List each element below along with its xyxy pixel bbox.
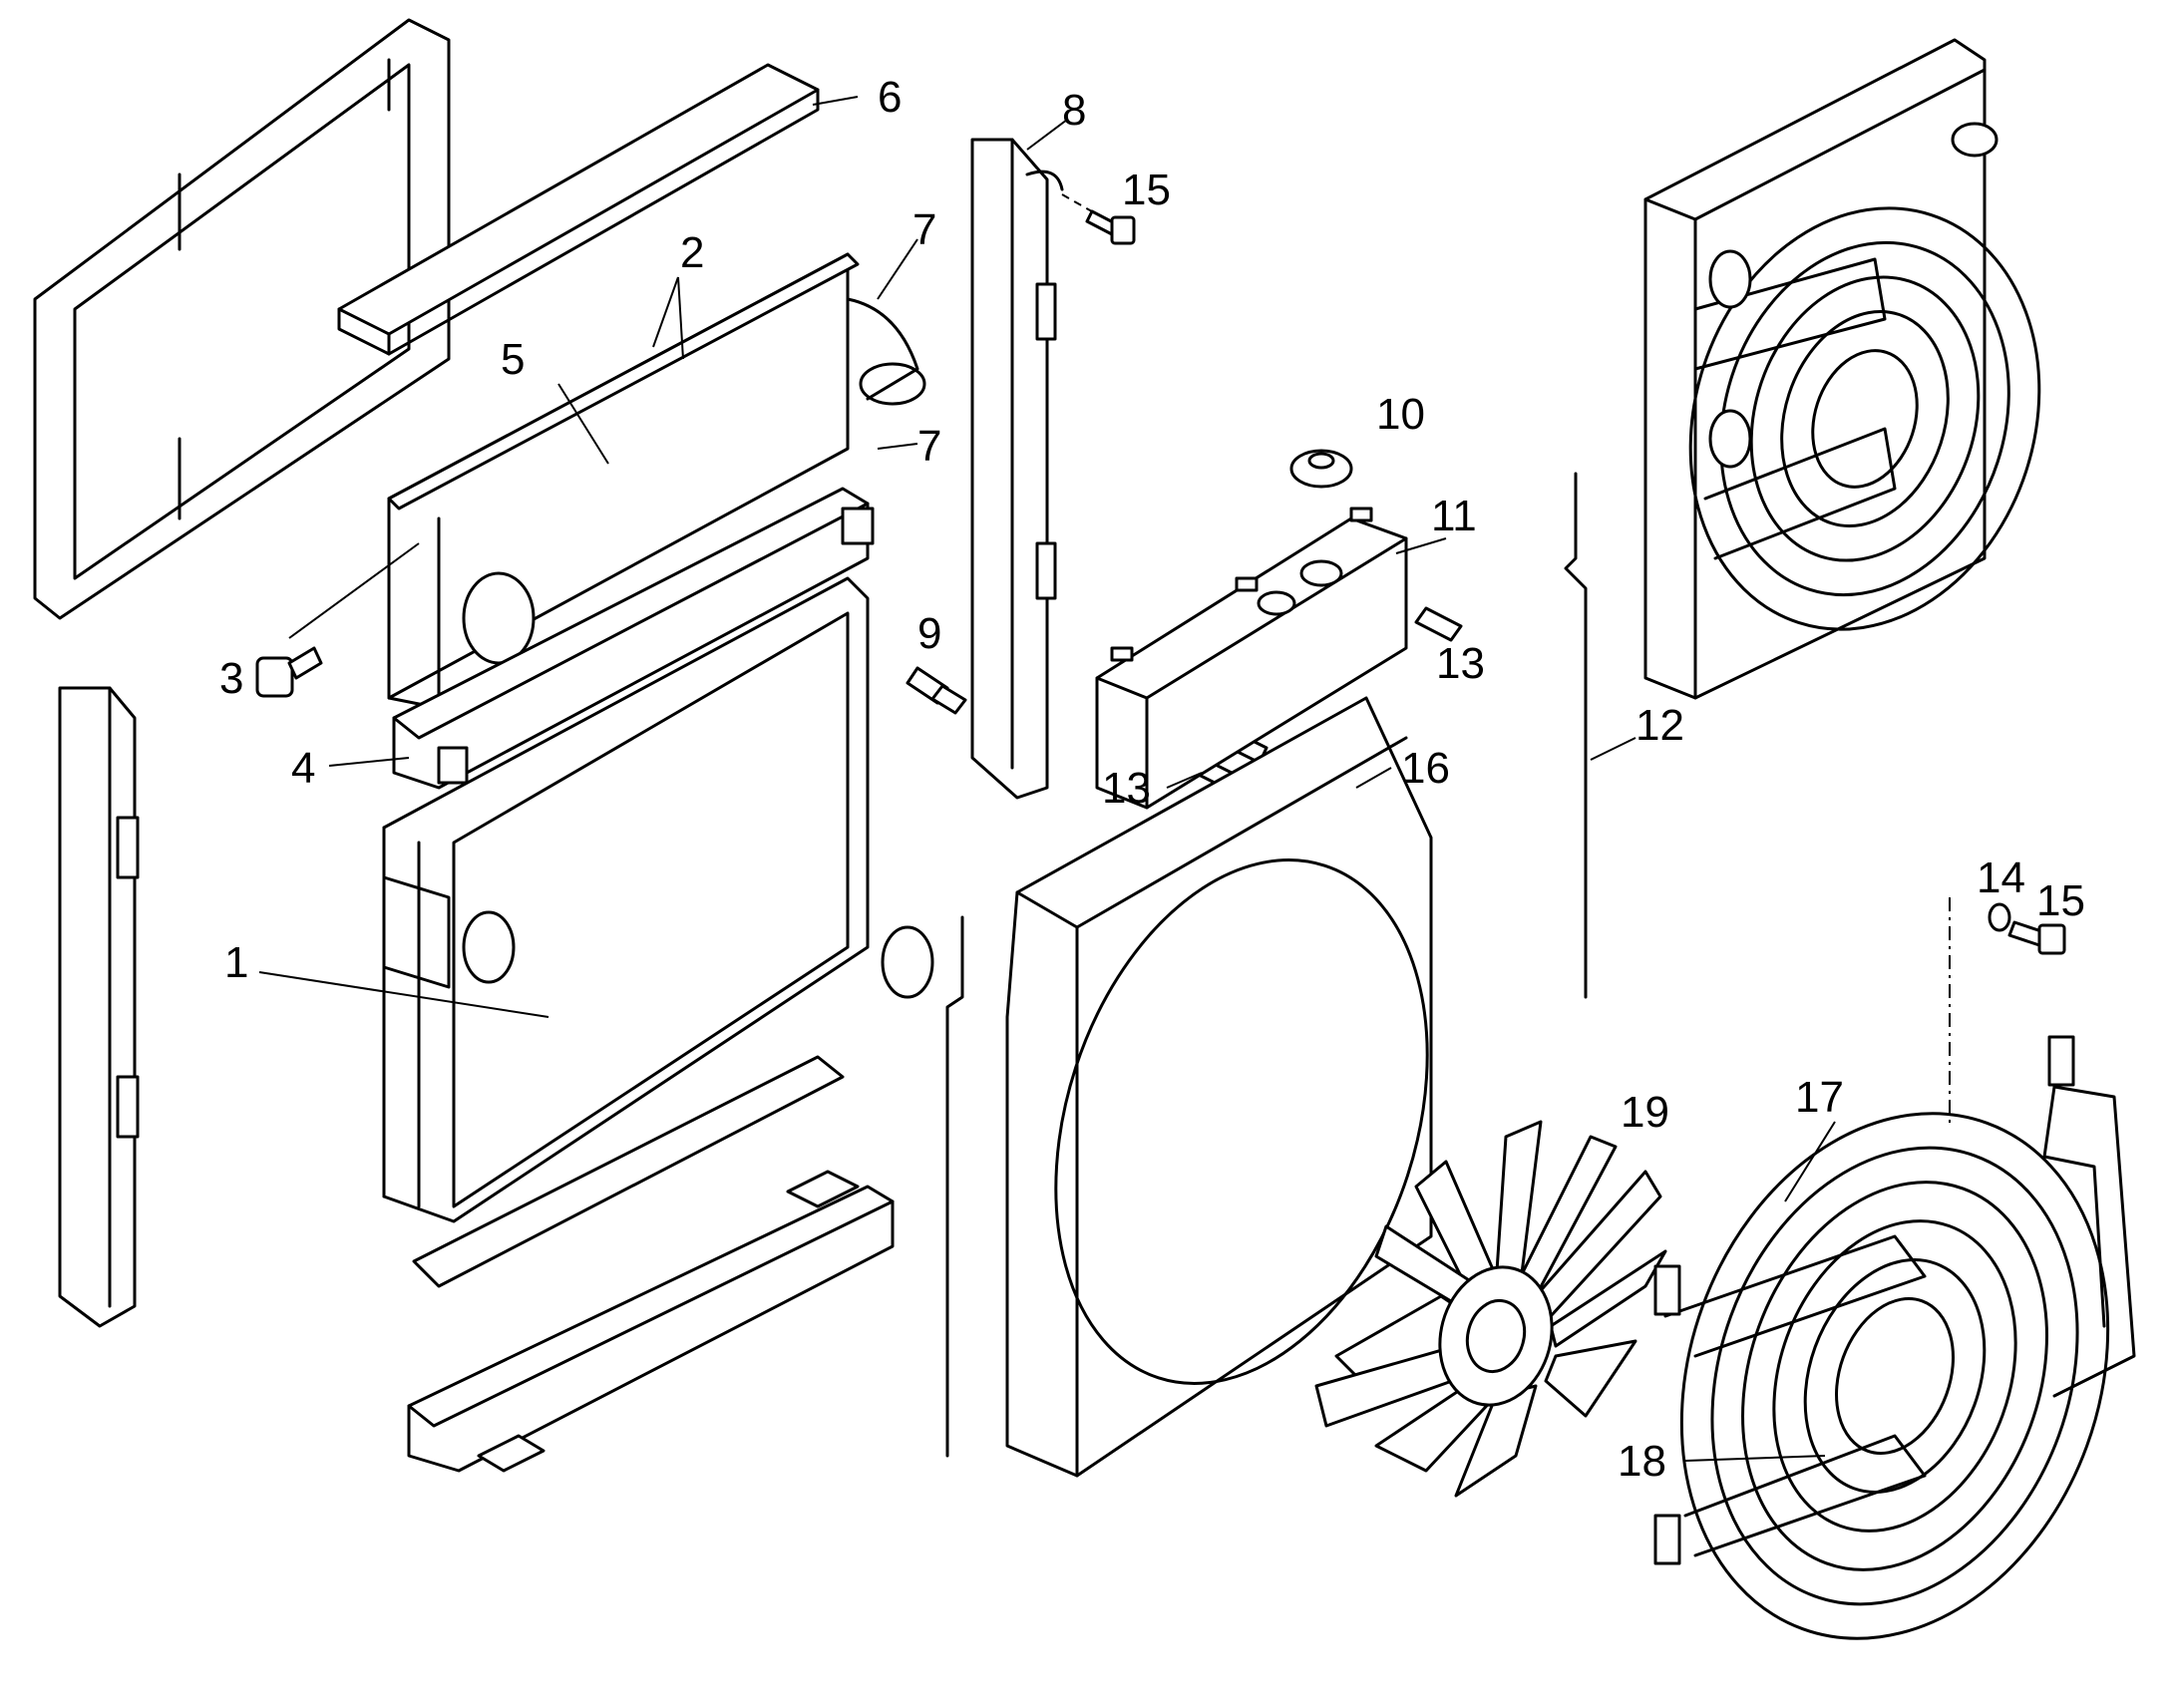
callout-5: 5 [501, 335, 525, 384]
callout-13-right: 13 [1436, 639, 1485, 688]
callout-7-lower: 7 [917, 422, 941, 471]
callout-14: 14 [1977, 854, 2025, 902]
bolt-3 [255, 646, 323, 698]
callout-13-left: 13 [1102, 764, 1151, 813]
callout-15-top: 15 [1122, 166, 1171, 214]
callout-10: 10 [1376, 390, 1425, 439]
part-8-vertical-bracket [970, 138, 1064, 800]
fitting-13-right [1414, 606, 1463, 642]
callout-7-upper: 7 [912, 205, 936, 254]
callout-18: 18 [1618, 1437, 1666, 1486]
leader-lines [258, 96, 1836, 1462]
part-6-top-strip [337, 63, 820, 356]
part-5-charge-air-cooler [387, 252, 926, 710]
callout-8: 8 [1062, 86, 1086, 135]
callout-11: 11 [1431, 492, 1477, 540]
callout-15-right: 15 [2036, 876, 2085, 925]
part-16-fan-shroud [1005, 696, 1433, 1478]
bolt-15-right [2007, 920, 2066, 955]
callout-12: 12 [1635, 701, 1684, 750]
callout-9: 9 [917, 609, 941, 658]
callout-2: 2 [680, 228, 704, 277]
seal-strip-left [945, 915, 964, 1458]
left-frame-panel [33, 18, 451, 620]
callout-3: 3 [219, 654, 243, 703]
callout-17: 17 [1795, 1073, 1844, 1122]
washer-14 [1988, 902, 2011, 932]
callout-6: 6 [878, 73, 902, 122]
baffle-plate [412, 1055, 845, 1288]
part-19-fan [1314, 1120, 1667, 1498]
callout-1: 1 [224, 938, 248, 987]
fitting-9 [906, 666, 967, 715]
left-vertical-bracket [58, 686, 140, 1328]
part-17-fan-guard [1653, 1035, 2136, 1640]
callout-labels: 1 2 3 4 5 6 7 7 8 9 10 11 12 13 13 14 15… [219, 73, 2085, 1486]
callout-4: 4 [291, 744, 315, 793]
callout-16: 16 [1401, 744, 1450, 793]
callout-19: 19 [1621, 1088, 1669, 1137]
assembled-cooling-unit [1643, 38, 2041, 700]
part-11-expansion-tank [1095, 507, 1408, 810]
part-1-radiator [382, 576, 934, 1223]
bolt-15-top [1061, 193, 1136, 245]
part-4-rail [392, 487, 875, 790]
part-10-cap [1289, 449, 1353, 489]
part-12-seal-strip [1564, 472, 1588, 999]
bottom-support-rail [407, 1170, 895, 1473]
